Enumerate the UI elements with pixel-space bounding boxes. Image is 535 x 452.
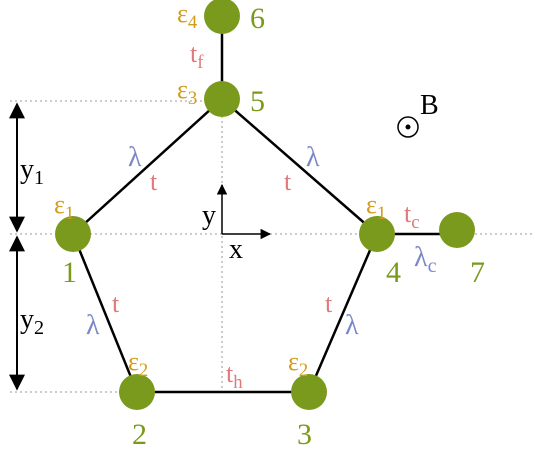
hopping-tc-label: tc [404, 199, 420, 233]
site-6-epsilon: ε4 [177, 0, 198, 33]
site-2-node [119, 374, 155, 410]
bond-1-5 [72, 98, 223, 235]
magnetic-field-label: B [420, 90, 439, 121]
site-7-node [439, 212, 475, 248]
site-2-epsilon: ε2 [128, 347, 148, 381]
site-5-epsilon: ε3 [177, 75, 197, 109]
sites [55, 0, 475, 410]
hopping-lower-right-label: t [325, 289, 333, 318]
site-4-label: 4 [386, 256, 401, 289]
site-5-label: 5 [250, 85, 265, 118]
hopping-lower-left-label: t [112, 289, 120, 318]
site-4-node [359, 216, 395, 252]
hopping-upper-right-label: t [284, 167, 292, 196]
site-3-label: 3 [297, 418, 312, 451]
soc-upper-right-label: λ [306, 142, 320, 173]
bond-4-3 [307, 233, 379, 393]
hopping-th-label: th [226, 359, 243, 393]
site-1-node [55, 216, 91, 252]
soc-lower-right-label: λ [345, 310, 359, 341]
site-5-node [204, 81, 240, 117]
site-1-label: 1 [62, 256, 77, 289]
magnetic-field-out-of-plane-icon [397, 116, 419, 138]
bond-2-1 [71, 233, 139, 393]
y2-dimension-label: y2 [20, 304, 44, 339]
site-2-label: 2 [132, 418, 147, 451]
hopping-tf-label: tf [190, 39, 204, 73]
y-axis-label: y [202, 200, 216, 231]
bond-5-4 [221, 98, 378, 235]
y1-dimension-label: y1 [20, 154, 44, 189]
site-1-epsilon: ε1 [54, 190, 74, 224]
x-axis-label: x [229, 234, 243, 265]
site-3-node [291, 374, 327, 410]
bonds [71, 16, 457, 394]
site-6-node [204, 0, 240, 34]
soc-lambda-c-label: λc [414, 242, 437, 277]
soc-upper-left-label: λ [128, 142, 142, 173]
site-7-label: 7 [470, 256, 485, 289]
site-3-epsilon: ε2 [288, 347, 308, 381]
site-4-epsilon: ε1 [366, 190, 386, 224]
hopping-upper-left-label: t [150, 167, 158, 196]
soc-lower-left-label: λ [86, 310, 100, 341]
site-6-label: 6 [250, 2, 265, 35]
